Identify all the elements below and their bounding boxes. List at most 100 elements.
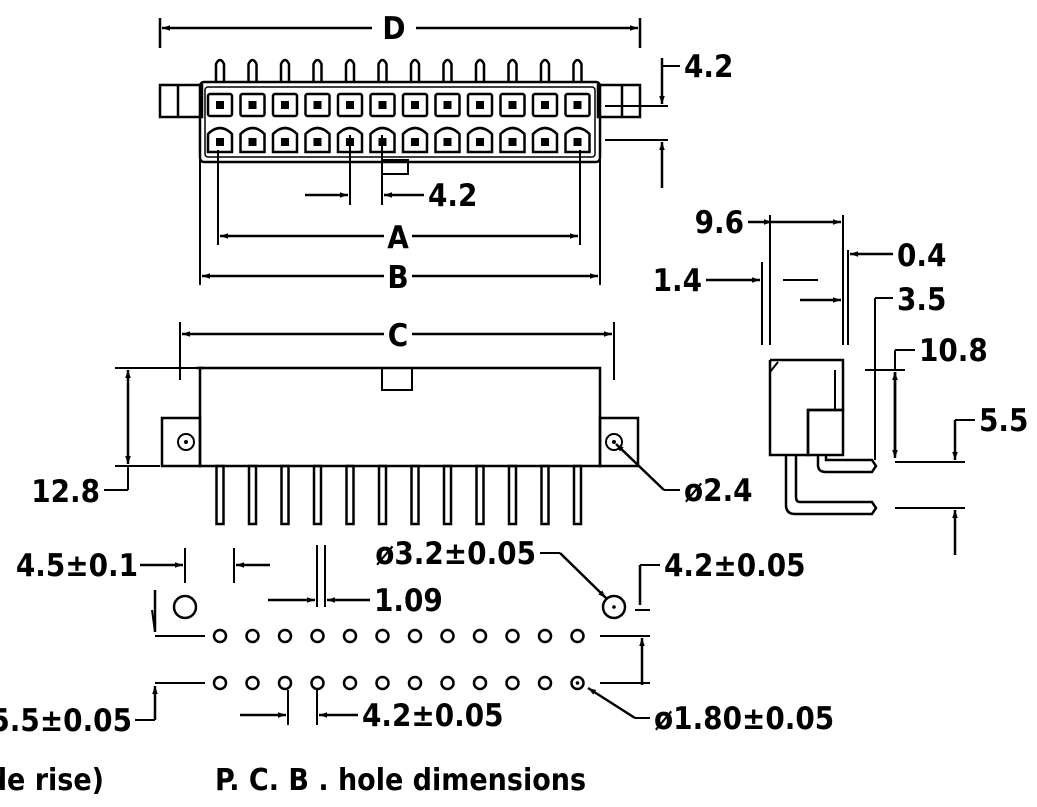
top-cavity-lower <box>239 126 266 154</box>
top-cavity-lower-contact <box>411 138 419 146</box>
top-cavity-contact <box>476 101 484 109</box>
top-cavity <box>206 92 234 118</box>
top-cavity <box>239 92 266 118</box>
label-mount-hole: ø2.4 <box>684 473 753 509</box>
top-pin <box>572 58 583 82</box>
label-c: C <box>388 318 408 354</box>
label-pin-offset: 3.5 <box>897 282 946 318</box>
caption-side-rise: (Side rise) <box>0 763 104 798</box>
top-cavity-lower <box>466 126 494 154</box>
label-pin-pitch: 4.2 <box>428 178 477 214</box>
label-wall: 1.4 <box>653 263 702 299</box>
pcb-hole <box>342 675 358 691</box>
right-latch <box>596 83 642 119</box>
front-pin <box>377 464 388 526</box>
top-cavity-contact <box>541 101 549 109</box>
top-cavity-lower <box>369 126 396 154</box>
pcb-hole <box>212 675 228 691</box>
pcb-hole <box>342 628 358 644</box>
top-pin <box>442 58 453 82</box>
pcb-hole <box>310 628 325 644</box>
pcb-hole <box>472 675 488 691</box>
peg-hole-left <box>172 594 198 620</box>
pcb-hole <box>505 675 520 691</box>
top-pin <box>344 58 356 82</box>
top-cavity-contact <box>346 101 354 109</box>
top-cavity-contact <box>443 101 452 109</box>
side-housing <box>768 358 845 457</box>
pcb-row-2 <box>212 675 585 691</box>
pcb-hole <box>570 675 585 691</box>
top-cavity-contact <box>216 101 224 109</box>
top-cavity-lower-contact <box>216 138 224 146</box>
top-cavity <box>499 92 526 118</box>
top-pin-group <box>214 58 583 82</box>
front-latch <box>381 367 413 391</box>
side-lower-block <box>806 408 845 457</box>
top-cavity <box>564 92 591 118</box>
top-cavity-lower-contact <box>313 138 322 146</box>
pcb-hole <box>537 628 553 644</box>
top-cavity-contact <box>573 101 582 109</box>
top-cavity <box>434 92 461 118</box>
top-cavity-lower <box>401 126 429 154</box>
label-pin-width: 1.09 <box>374 583 443 619</box>
mount-hole-right <box>605 433 623 451</box>
label-peg-offset: 4.5±0.1 <box>16 548 138 584</box>
pcb-hole <box>375 675 390 691</box>
top-cavity-lower <box>304 126 331 154</box>
top-housing <box>198 80 602 164</box>
top-cavity-lower <box>434 126 461 154</box>
top-cavity-contact <box>313 101 322 109</box>
pcb-hole <box>277 675 293 691</box>
side-pin-upper <box>816 455 878 474</box>
top-cavity-lower <box>336 126 364 154</box>
pcb-hole <box>440 675 455 691</box>
front-pin <box>442 464 453 526</box>
top-pin <box>539 58 551 82</box>
pcb-hole <box>245 628 260 644</box>
front-pin <box>572 464 583 526</box>
front-pin <box>345 464 355 526</box>
pcb-row-1 <box>212 628 585 644</box>
top-cavity <box>531 92 559 118</box>
top-cavity-lower <box>564 126 591 154</box>
top-cavity <box>369 92 396 118</box>
mount-hole-left <box>177 433 195 451</box>
top-pin <box>279 58 291 82</box>
front-pin <box>475 464 485 526</box>
top-cavity-lower-contact <box>541 138 549 146</box>
front-pin <box>215 464 225 526</box>
pcb-hole <box>440 628 455 644</box>
side-view-labels: 9.6 0.4 1.4 3.5 10.8 5.5 <box>653 205 1029 439</box>
label-pin-spacing: 5.5 <box>979 403 1028 439</box>
label-d: D <box>382 11 405 47</box>
top-pin <box>377 58 388 82</box>
label-gap: 0.4 <box>897 238 946 274</box>
top-pin <box>214 58 226 82</box>
top-cavity-lower-contact <box>508 138 517 146</box>
pcb-hole <box>570 628 585 644</box>
pcb-hole <box>375 628 390 644</box>
top-cavity <box>336 92 364 118</box>
top-cavity <box>401 92 429 118</box>
top-cavity <box>304 92 331 118</box>
label-a: A <box>387 220 409 256</box>
front-pin <box>247 464 258 526</box>
top-cavity-lower-contact <box>443 138 452 146</box>
label-front-height: 12.8 <box>31 474 100 510</box>
label-pin-hole: ø1.80±0.05 <box>654 701 834 737</box>
top-cavity <box>466 92 494 118</box>
front-flange-right <box>598 416 640 468</box>
top-cavity-contact <box>281 101 289 109</box>
top-view-labels: D 4.2 4.2 A B <box>382 11 733 296</box>
label-row-pitch: 4.2 <box>684 49 733 85</box>
side-view <box>706 215 975 555</box>
top-view <box>158 18 680 285</box>
front-view <box>104 322 680 526</box>
pcb-hole <box>505 628 520 644</box>
top-cavity-contact <box>248 101 257 109</box>
pcb-hole <box>245 675 260 691</box>
front-pin <box>280 464 290 526</box>
front-view-labels: C 12.8 ø2.4 <box>31 318 752 510</box>
